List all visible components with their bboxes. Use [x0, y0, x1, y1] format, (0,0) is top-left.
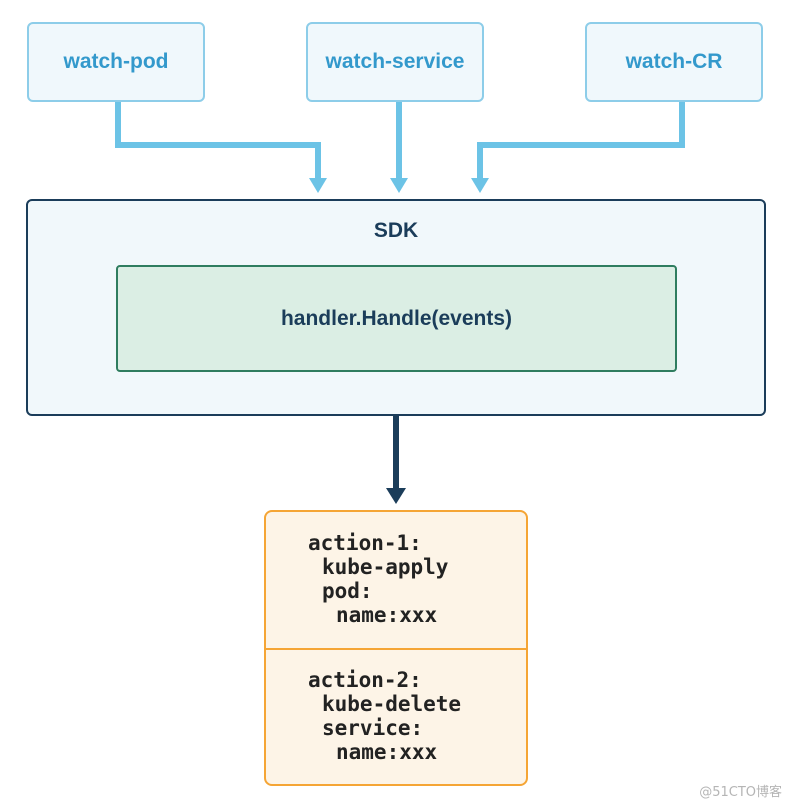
watch-service-label: watch-service: [325, 50, 465, 73]
watch-cr-box: watch-CR: [585, 22, 763, 102]
arrow-watch-pod-to-sdk: [115, 102, 321, 180]
action-1-resource: pod:: [322, 579, 373, 603]
action-2-command: kube-delete: [322, 692, 462, 716]
action-1-command: kube-apply: [322, 555, 449, 579]
watermark: @51CTO博客: [699, 785, 782, 800]
action-1-target: name:xxx: [336, 603, 438, 627]
watch-service-box: watch-service: [306, 22, 484, 102]
action-2-target: name:xxx: [336, 740, 438, 764]
action-2-name: action-2:: [308, 668, 422, 692]
arrowhead-watch-pod: [309, 178, 327, 193]
watch-cr-label: watch-CR: [625, 50, 723, 73]
sdk-box: SDK handler.Handle(events): [26, 199, 766, 416]
action-2-section: action-2: kube-delete service: name:xxx: [266, 650, 526, 786]
action-2-resource: service:: [322, 716, 424, 740]
action-1-section: action-1: kube-apply pod: name:xxx: [266, 512, 526, 650]
handler-box: handler.Handle(events): [116, 265, 677, 372]
arrow-watch-cr-to-sdk: [477, 102, 685, 180]
action-1-name: action-1:: [308, 531, 422, 555]
sdk-title: SDK: [373, 219, 419, 242]
watch-pod-label: watch-pod: [63, 50, 169, 73]
actions-box: action-1: kube-apply pod: name:xxx actio…: [264, 510, 528, 786]
handler-label: handler.Handle(events): [280, 306, 513, 330]
arrowhead-sdk-to-actions: [386, 488, 406, 504]
watch-pod-box: watch-pod: [27, 22, 205, 102]
arrowhead-watch-service: [390, 178, 408, 193]
arrowhead-watch-cr: [471, 178, 489, 193]
